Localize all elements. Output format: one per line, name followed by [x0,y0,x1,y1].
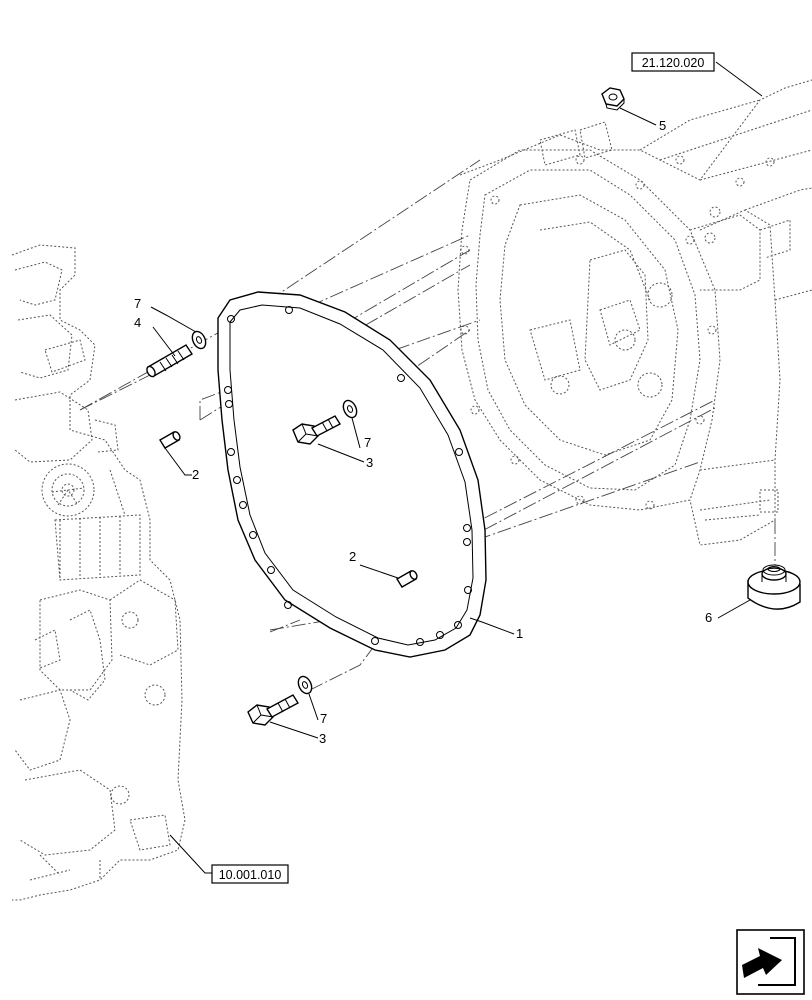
washer-center [342,399,358,419]
callout-7-stud: 7 [134,296,141,311]
engine-assembly-ghost [11,244,186,901]
transmission-housing-ghost [457,79,812,546]
reference-box-top[interactable]: 21.120.020 [631,52,715,72]
exit-arrow-icon[interactable] [736,929,805,995]
callout-3-lower: 3 [319,731,326,746]
callout-4: 4 [134,315,141,330]
plug [747,564,801,610]
bolt-center [292,415,341,445]
callout-5: 5 [659,118,666,133]
reference-10-001-010[interactable]: 10.001.010 [219,868,282,882]
reference-box-bottom[interactable]: 10.001.010 [211,864,289,884]
callout-3-center: 3 [366,455,373,470]
washer-stud [191,330,207,350]
callout-2-left: 2 [192,467,199,482]
reference-21-120-020[interactable]: 21.120.020 [642,56,705,70]
callout-2-center: 2 [349,549,356,564]
callout-7-center: 7 [364,435,371,450]
gasket-bolt-holes [224,306,472,646]
stud [146,344,193,378]
gasket [217,291,487,658]
dowel-pin-left [159,431,181,449]
washer-lower [297,675,313,695]
callout-7-lower: 7 [320,711,327,726]
nut [601,87,625,111]
callout-6: 6 [705,610,712,625]
dowel-pin-center [396,570,418,588]
leader-lines [150,61,763,874]
callout-1: 1 [516,626,523,641]
bolt-lower [247,694,299,726]
callout-labels: 1 2 2 3 3 4 5 6 7 7 7 [134,118,712,746]
